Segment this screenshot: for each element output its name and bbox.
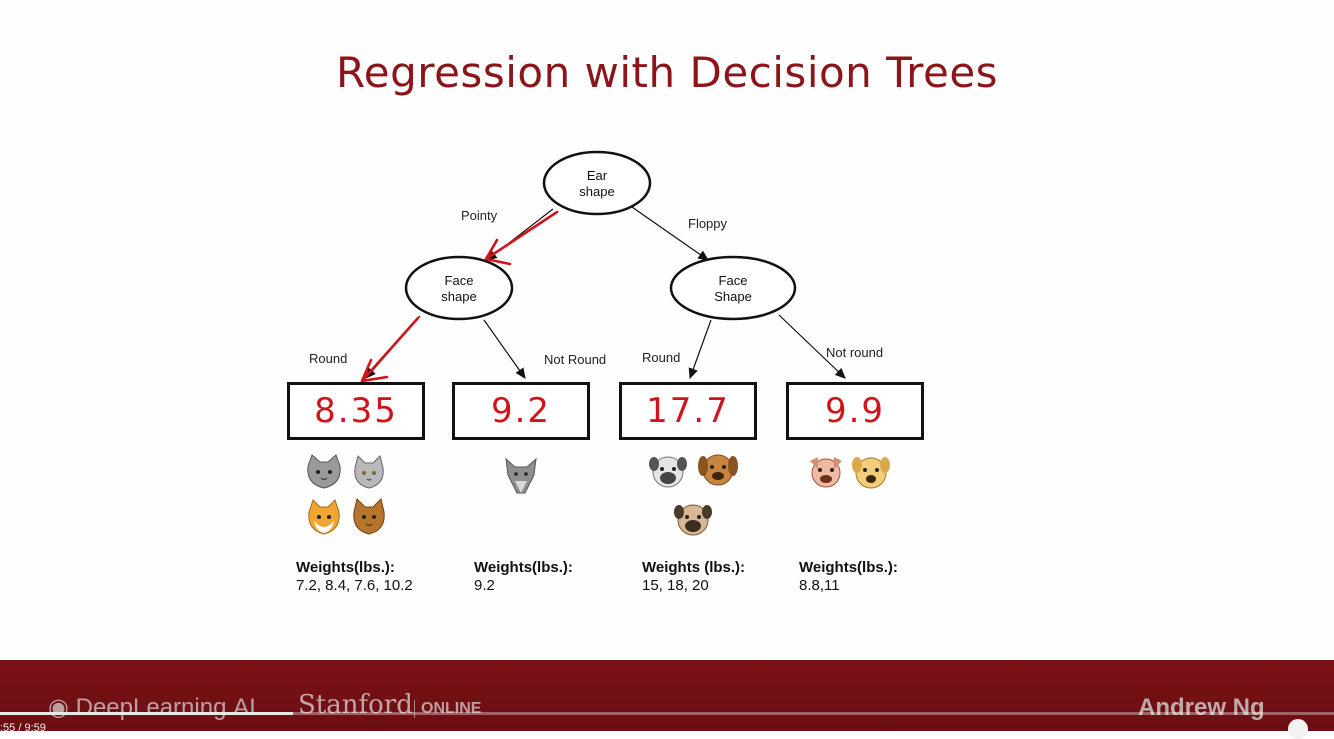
edge-label-floppy: Floppy: [688, 216, 728, 231]
deeplearning-logo: ◉ DeepLearning.AI: [48, 693, 256, 722]
weights-values-4: 8.8,11: [799, 577, 840, 594]
orange-cat-icon: [308, 499, 340, 535]
right-face-line1: Face: [718, 273, 748, 288]
root-node-label: Ear shape: [542, 168, 652, 200]
edge-not-round-right: [778, 314, 846, 379]
stanford-online-label: ONLINE: [414, 700, 481, 718]
leaf-value-3: 17.7: [646, 391, 730, 431]
pug-dog-icon: [649, 456, 687, 488]
pug-dog-2-icon: [674, 504, 712, 536]
left-face-label: Face shape: [404, 273, 514, 305]
edge-label-round-right: Round: [642, 350, 681, 365]
left-face-line1: Face: [444, 273, 474, 288]
left-face-node: [404, 255, 514, 321]
weights-3: Weights (lbs.): 15, 18, 20: [642, 559, 745, 594]
edge-round-right: [688, 319, 712, 380]
gray-cat-2-icon: [354, 455, 384, 489]
video-time-display: :55 / 9:59: [0, 722, 46, 734]
video-progress-bar[interactable]: [0, 712, 1334, 715]
red-arrow-pointy: [484, 210, 559, 266]
presenter-name: Andrew Ng: [1138, 694, 1265, 721]
edge-not-round-left: [483, 319, 526, 379]
weights-values-3: 15, 18, 20: [642, 577, 709, 594]
weights-title-4: Weights(lbs.):: [799, 559, 898, 576]
deeplearning-brand: DeepLearning.AI: [75, 694, 256, 721]
leaf-box-3: 17.7: [619, 382, 757, 440]
left-face-line2: shape: [441, 289, 477, 304]
right-face-node: [669, 255, 797, 321]
edge-label-not-round-right: Not round: [826, 345, 884, 360]
edge-label-round-left: Round: [309, 351, 348, 366]
root-node: [542, 150, 652, 216]
weights-title-2: Weights(lbs.):: [474, 559, 573, 576]
edge-floppy: [631, 206, 709, 261]
video-scrub-knob[interactable]: [1288, 719, 1308, 739]
leaf-value-4: 9.9: [824, 391, 886, 431]
weights-1: Weights(lbs.): 7.2, 8.4, 7.6, 10.2: [296, 559, 413, 594]
brown-dog-icon: [698, 454, 738, 486]
weights-values-2: 9.2: [474, 577, 495, 594]
slide-title: Regression with Decision Trees: [335, 48, 999, 97]
weights-4: Weights(lbs.): 8.8,11: [799, 559, 898, 594]
deeplearning-logo-icon: ◉: [48, 694, 69, 721]
weights-title-3: Weights (lbs.):: [642, 559, 746, 576]
edge-label-pointy: Pointy: [461, 208, 498, 223]
weights-2: Weights(lbs.): 9.2: [474, 559, 573, 594]
gray-dog-icon: [505, 457, 537, 494]
leaf-box-2: 9.2: [452, 382, 590, 440]
edge-label-not-round-left: Not Round: [544, 352, 607, 367]
yellow-dog-icon: [852, 457, 890, 489]
red-arrow-round: [360, 316, 420, 383]
footer-bar: [0, 660, 1334, 731]
leaf-box-4: 9.9: [786, 382, 924, 440]
right-face-label: Face Shape: [678, 273, 788, 305]
leaf-value-2: 9.2: [490, 391, 552, 431]
tree-diagram: [360, 150, 846, 383]
slide: Regression with Decision Trees Ear shape…: [287, 48, 999, 594]
video-progress-fill: [0, 712, 294, 715]
stanford-logo: Stanford: [298, 690, 413, 720]
right-face-line2: Shape: [714, 289, 752, 304]
root-line2: shape: [579, 184, 615, 199]
pink-dog-icon: [810, 457, 842, 488]
gray-cat-icon: [307, 454, 341, 489]
weights-values-1: 7.2, 8.4, 7.6, 10.2: [296, 577, 413, 594]
leaf-box-1: 8.35: [287, 382, 425, 440]
weights-title-1: Weights(lbs.):: [296, 559, 395, 576]
leaf-value-1: 8.35: [314, 391, 398, 431]
brown-cat-icon: [353, 498, 385, 535]
root-line1: Ear: [586, 168, 608, 183]
